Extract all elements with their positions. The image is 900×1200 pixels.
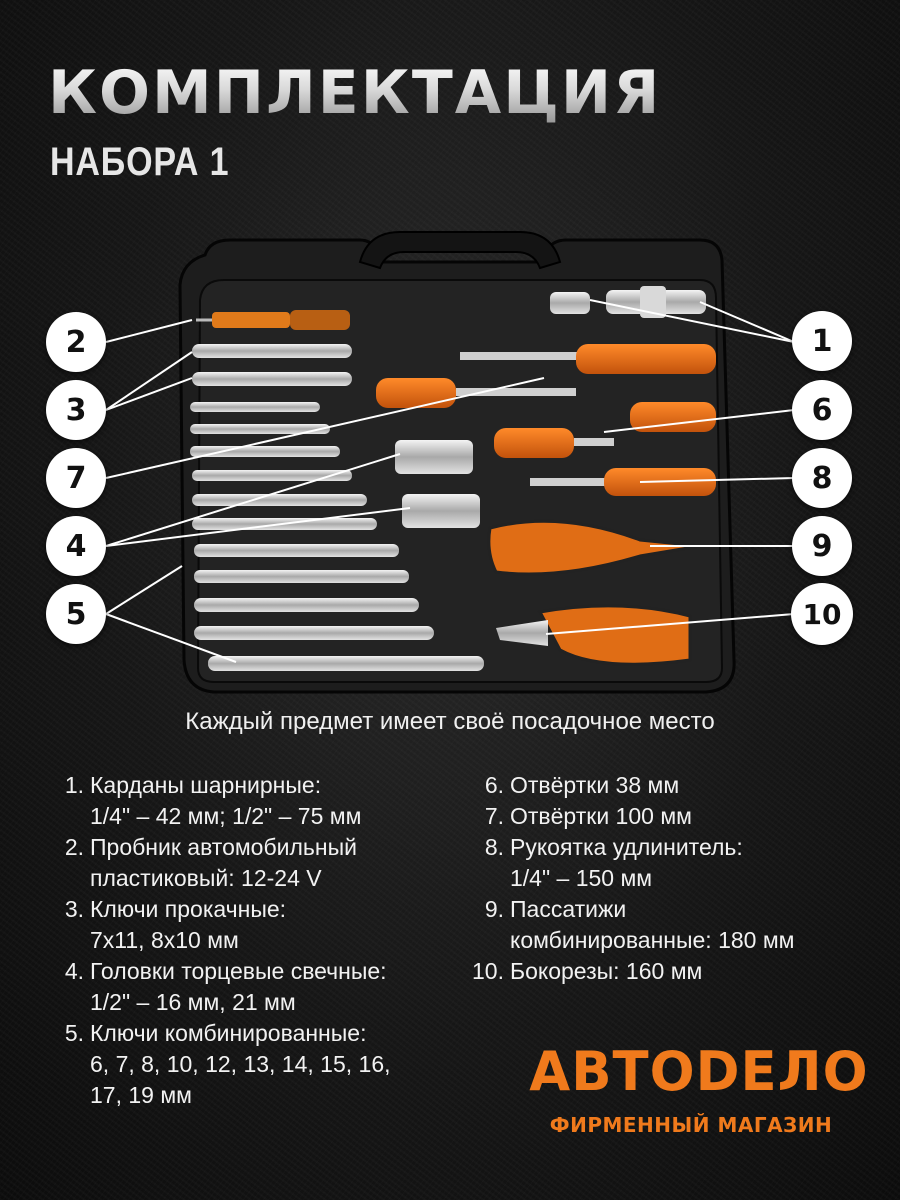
list-item-number: 3. [64,896,84,922]
spark-plug-sockets [395,440,480,528]
list-item-text: 17, 19 мм [90,1082,192,1108]
bleeder-wrenches [192,344,352,386]
list-item-text: Бокорезы: 160 мм [510,958,703,984]
callout-badge-1: 1 [792,311,852,371]
list-item: 4.Головки торцевые свечные: 1/2" – 16 мм,… [0,956,450,1018]
callout-badge-7: 7 [46,448,106,508]
combination-wrenches [190,402,484,671]
list-item: 10.Бокорезы: 160 мм [420,956,890,987]
list-item-text: Ключи комбинированные: [90,1020,367,1046]
callout-badge-9: 9 [792,516,852,576]
tester-probe [196,310,350,330]
callout-badge-8: 8 [792,448,852,508]
screwdrivers-100mm [376,344,716,408]
callout-badge-3: 3 [46,380,106,440]
callout-badge-4: 4 [46,516,106,576]
list-item-text: Отвёртки 38 мм [510,772,680,798]
list-item-text: комбинированные: 180 мм [510,927,795,953]
callout-badge-2: 2 [46,312,106,372]
callout-lines [105,299,795,663]
list-item-number: 9. [484,896,504,922]
screwdrivers-38mm [494,402,716,458]
list-item-text: Карданы шарнирные: [90,772,322,798]
list-item-text: 1/4" – 150 мм [510,865,653,891]
list-item: 1.Карданы шарнирные: 1/4" – 42 мм; 1/2" –… [0,770,450,832]
page-subtitle: НАБОРА 1 [50,140,230,184]
list-item-text: 1/2" – 16 мм, 21 мм [90,989,296,1015]
list-item-text: Пассатижи [510,896,627,922]
list-item-text: 1/4" – 42 мм; 1/2" – 75 мм [90,803,362,829]
cardan-joints [550,286,706,318]
brand-tagline: ФИРМЕННЫЙ МАГАЗИН [549,1113,833,1137]
list-item-text: пластиковый: 12-24 V [90,865,322,891]
list-item-number: 4. [64,958,84,984]
list-item-number: 6. [484,772,504,798]
list-item-text: Пробник автомобильный [90,834,357,860]
list-item-number: 5. [64,1020,84,1046]
callout-badge-6: 6 [792,380,852,440]
tool-case-illustration [105,231,795,694]
list-item-number: 2. [64,834,84,860]
side-cutters [496,604,692,666]
list-item-number: 7. [484,803,504,829]
list-item: 6.Отвёртки 38 мм [420,770,890,801]
list-item: 3.Ключи прокачные: 7x11, 8x10 мм [0,894,450,956]
list-item-text: Головки торцевые свечные: [90,958,387,984]
list-item-text: Ключи прокачные: [90,896,287,922]
list-item-text: Отвёртки 100 мм [510,803,692,829]
list-item: 8.Рукоятка удлинитель: 1/4" – 150 мм [420,832,890,894]
list-item-number: 10. [472,958,504,984]
callout-badge-5: 5 [46,584,106,644]
list-item: 5.Ключи комбинированные: 6, 7, 8, 10, 12,… [0,1018,450,1111]
caption-text: Каждый предмет имеет своё посадочное мес… [185,708,715,735]
list-item-text: 6, 7, 8, 10, 12, 13, 14, 15, 16, [90,1051,391,1077]
callout-badge-10: 10 [791,583,853,645]
list-item: 9.Пассатижи комбинированные: 180 мм [420,894,890,956]
list-item-text: Рукоятка удлинитель: [510,834,743,860]
list-item-number: 1. [64,772,84,798]
page-title: КОМПЛЕКТАЦИЯ [48,58,662,128]
list-item: 7.Отвёртки 100 мм [420,801,890,832]
brand-logo: АВТОDЕЛО [529,1040,869,1103]
list-item-text: 7x11, 8x10 мм [90,927,239,953]
items-list-left: 1.Карданы шарнирные: 1/4" – 42 мм; 1/2" –… [0,770,450,1111]
list-item: 2.Пробник автомобильный пластиковый: 12-2… [0,832,450,894]
list-item-number: 8. [484,834,504,860]
combination-pliers [487,519,701,576]
